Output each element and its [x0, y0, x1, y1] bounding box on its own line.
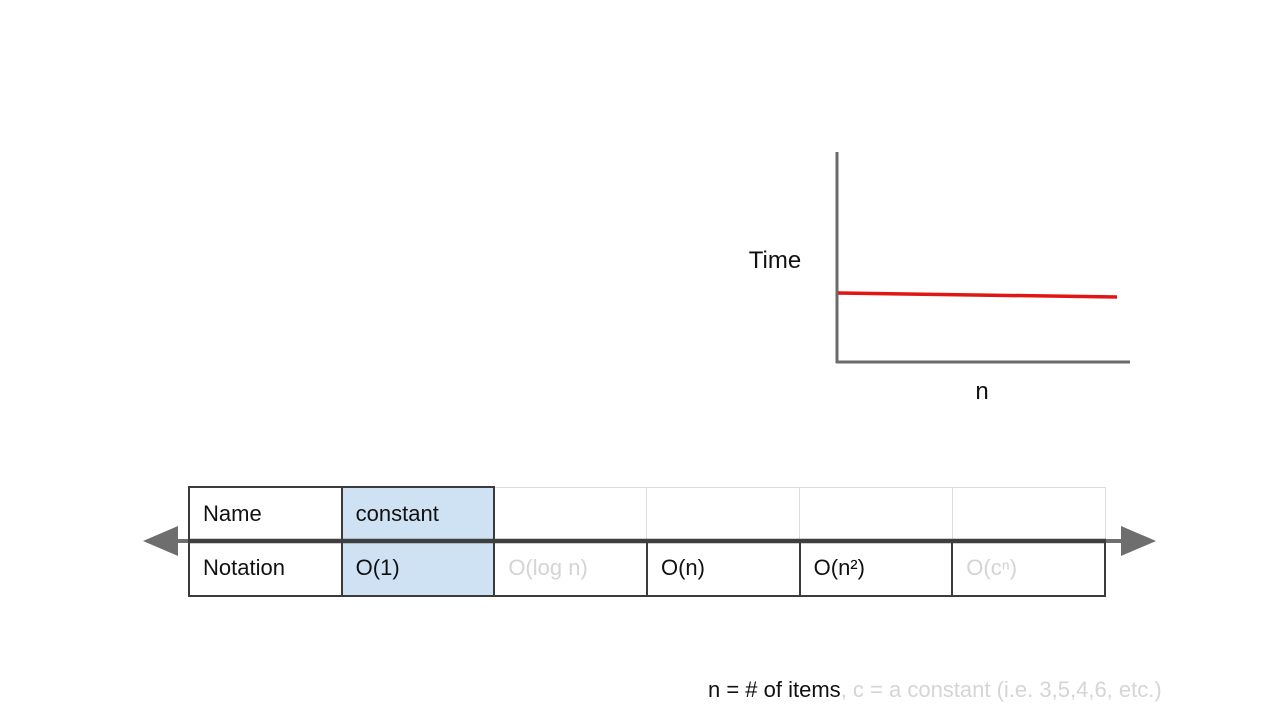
graph-x-axis-label: n [975, 378, 989, 405]
cell-notation-on2: O(n²) [798, 539, 954, 597]
footnote-secondary: , c = a constant (i.e. 3,5,4,6, etc.) [840, 677, 1162, 702]
left-arrowhead-icon [143, 526, 178, 556]
cell-notation-header: Notation [188, 539, 343, 597]
complexity-table: Name constant Notation O(1) O(log n) O(n… [188, 486, 1106, 597]
cell-name-constant: constant [340, 486, 496, 541]
cell-name-empty-1 [493, 486, 648, 541]
cell-notation-ologn: O(log n) [493, 539, 648, 597]
footnote: n = # of items, c = a constant (i.e. 3,5… [708, 677, 1162, 703]
cell-name-empty-2 [646, 486, 801, 541]
cell-name-header: Name [188, 486, 343, 541]
cell-notation-on: O(n) [645, 539, 801, 597]
cell-notation-o1: O(1) [340, 539, 496, 597]
footnote-primary: n = # of items [708, 677, 841, 702]
constant-time-line [837, 291, 1118, 299]
cell-notation-ocn: O(cⁿ) [951, 539, 1106, 597]
cell-name-empty-4 [951, 486, 1106, 541]
cell-name-empty-3 [799, 486, 953, 541]
right-arrowhead-icon [1121, 526, 1156, 556]
graph-y-axis-label: Time [748, 247, 802, 274]
table-row-name: Name constant [188, 486, 1106, 541]
table-row-notation: Notation O(1) O(log n) O(n) O(n²) O(cⁿ) [188, 539, 1106, 597]
